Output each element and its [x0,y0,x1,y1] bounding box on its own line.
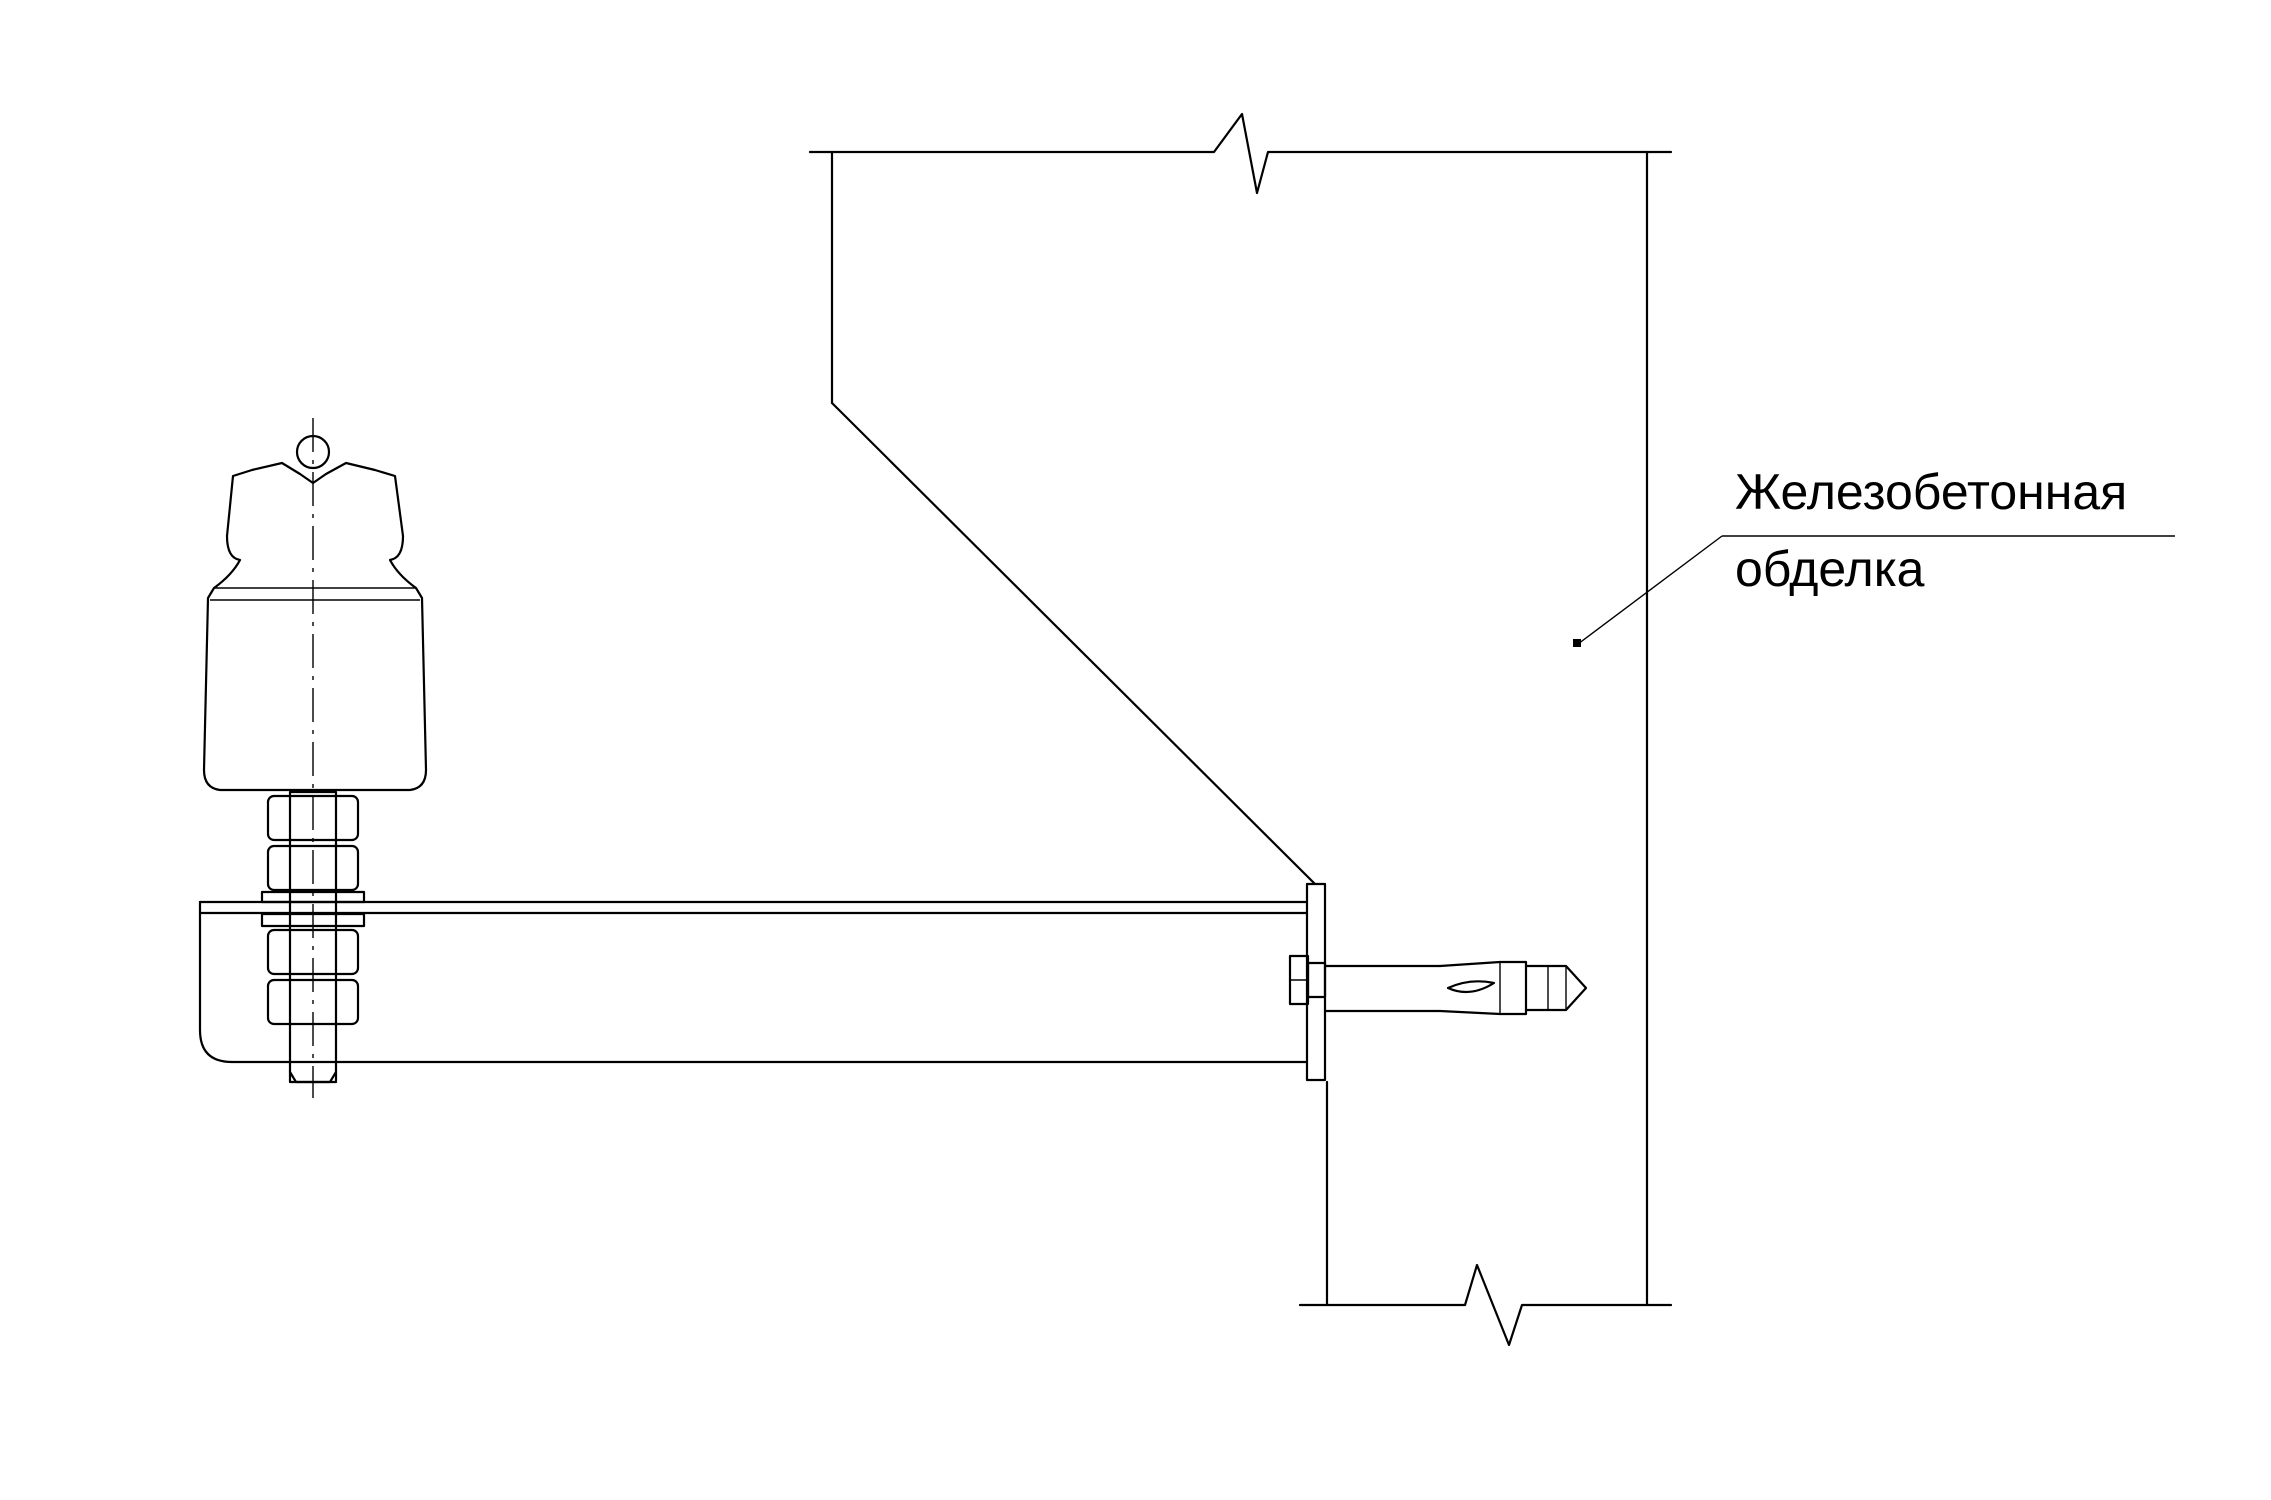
anchor-bolt [1288,954,1588,1016]
base-plate [1305,882,1327,1082]
concrete-lining [808,112,1673,1347]
lining-slanted-edge [830,401,1317,886]
callout-text-line1: Железобетонная [1735,464,2128,520]
upper-nut-2 [266,844,360,892]
callout-leader [1573,535,2175,647]
anchor-slot [1446,980,1496,994]
arm-rounded-end [198,900,234,1064]
anchor-wedge [1524,964,1588,1012]
anchor-sleeve [1438,960,1528,1016]
bracket-arm [198,900,1309,1064]
leader-dot [1573,639,1581,647]
top-break-line [808,112,1673,195]
anchor-washer [1306,961,1327,999]
insulator-assembly [202,434,428,1084]
leader-arrow-line [1577,535,1723,645]
insulator-body [202,461,428,792]
bottom-break-line [1298,1263,1673,1347]
callout-text-line2: обделка [1735,541,1925,597]
